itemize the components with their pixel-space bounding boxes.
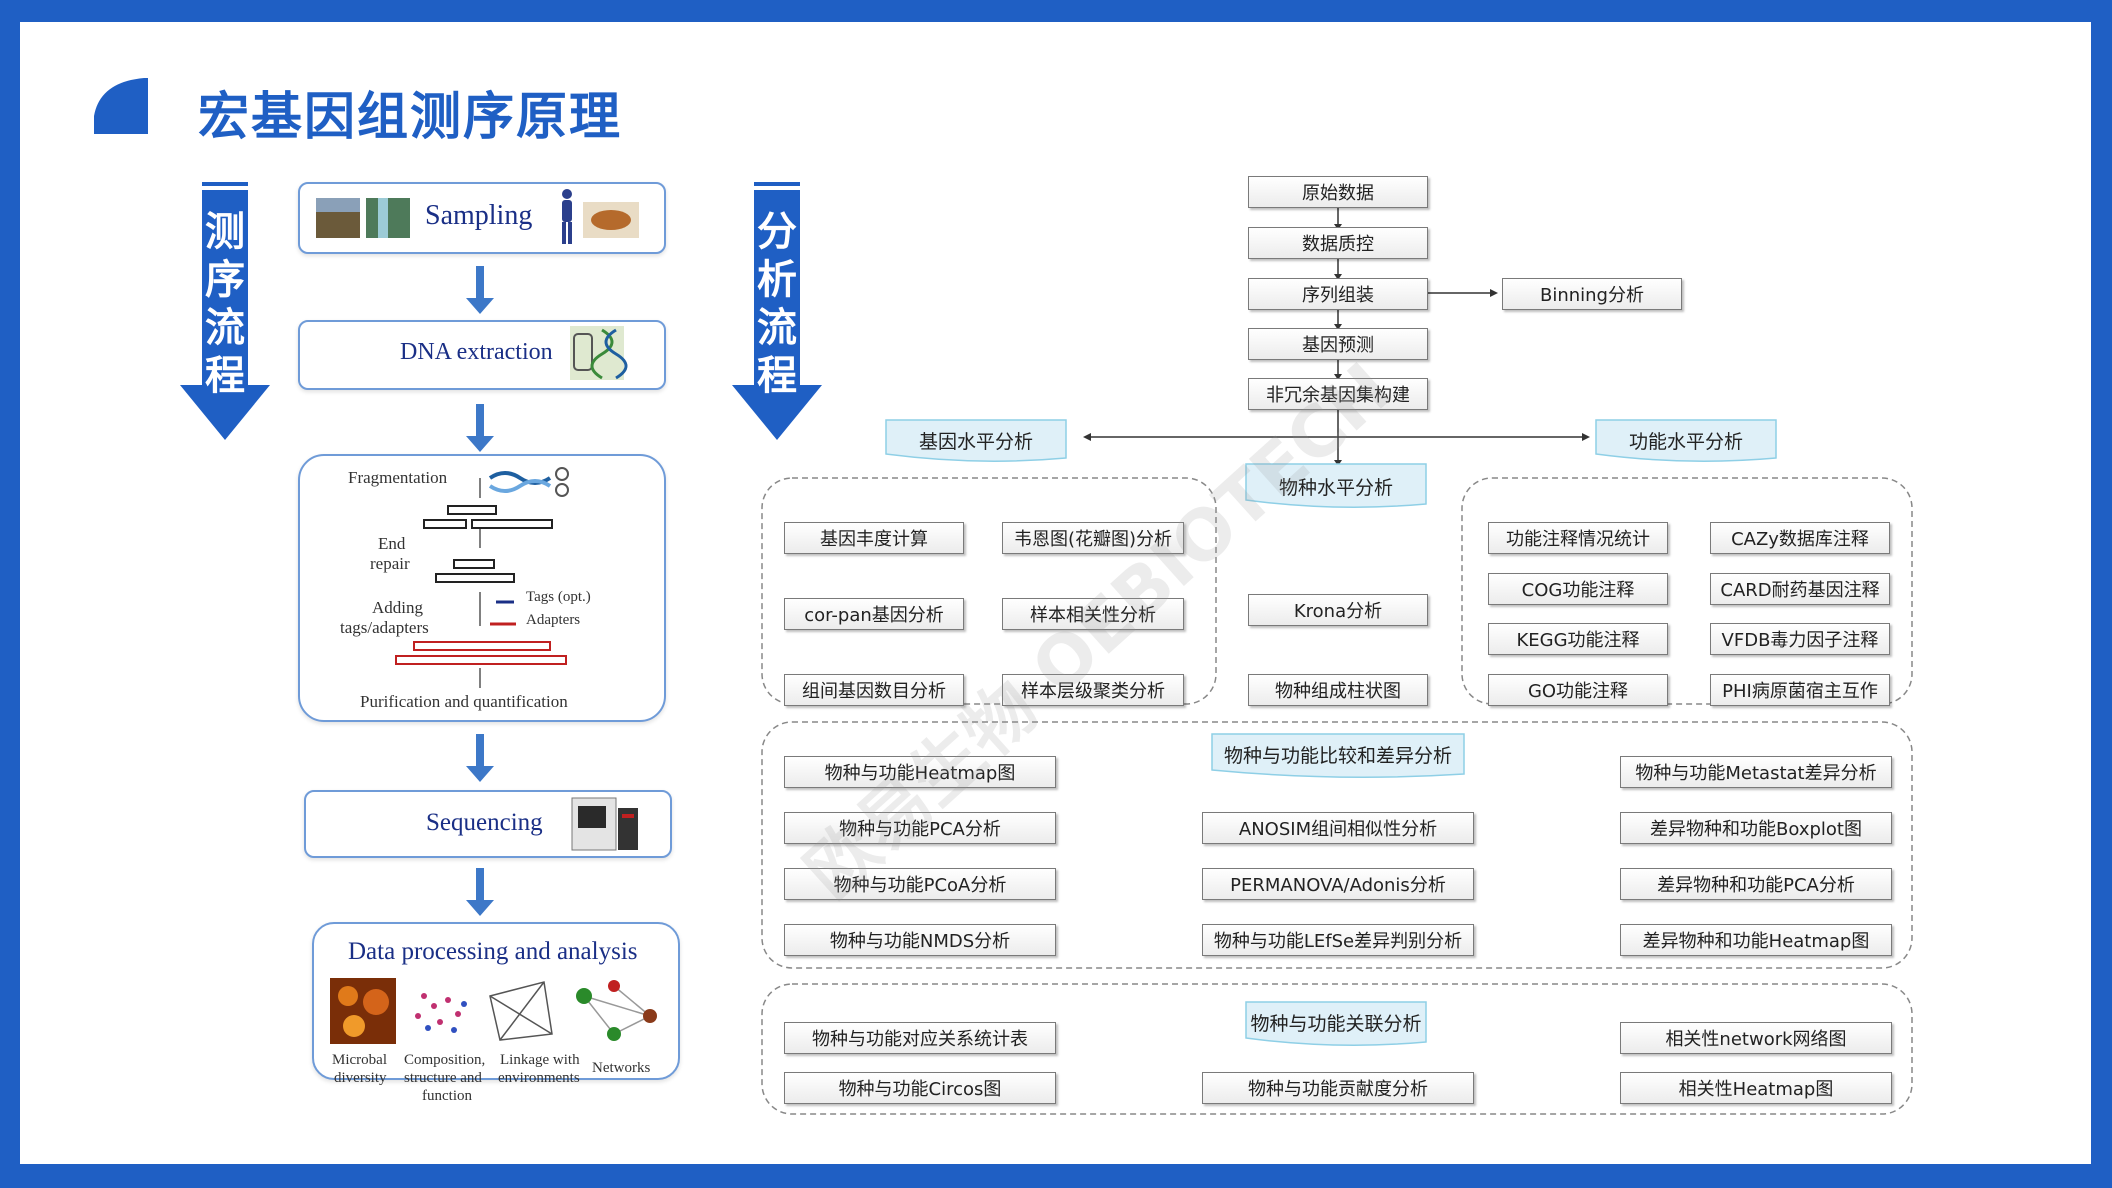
compare-middle-node: 物种与功能LEfSe差异判别分析 — [1202, 924, 1474, 956]
caption-microbial-2: diversity — [334, 1070, 387, 1086]
gene-level-banner: 基因水平分析 — [918, 430, 1033, 453]
function-node: VFDB毒力因子注释 — [1710, 623, 1890, 655]
assoc-right-node: 相关性network网络图 — [1620, 1022, 1892, 1054]
compare-middle-node: ANOSIM组间相似性分析 — [1202, 812, 1474, 844]
slide: 宏基因组测序原理 测序流程 分析流程 Sampling — [20, 22, 2091, 1164]
gene-node: 样本层级聚类分析 — [1002, 674, 1184, 706]
function-node: CAZy数据库注释 — [1710, 522, 1890, 554]
fragmentation-label: Fragmentation — [348, 468, 448, 487]
gene-node: 样本相关性分析 — [1002, 598, 1184, 630]
assoc-left-node: 物种与功能Circos图 — [784, 1072, 1056, 1104]
gene-node: 组间基因数目分析 — [784, 674, 964, 706]
end-repair-label-2: repair — [370, 554, 410, 573]
assoc-middle-node: 物种与功能贡献度分析 — [1202, 1072, 1474, 1104]
assoc-section-banner: 物种与功能关联分析 — [1250, 1012, 1422, 1035]
nonredundant-geneset-node: 非冗余基因集构建 — [1248, 378, 1428, 410]
caption-composition-2: structure and — [404, 1070, 482, 1086]
caption-microbial-1: Microbal — [332, 1052, 387, 1068]
landscape-photo-icon — [316, 198, 410, 238]
raw-data-node: 原始数据 — [1248, 176, 1428, 208]
legend-tags-label: Tags (opt.) — [526, 589, 591, 605]
assoc-left-node: 物种与功能对应关系统计表 — [784, 1022, 1056, 1054]
caption-linkage-1: Linkage with — [500, 1052, 580, 1068]
compare-right-node: 差异物种和功能PCA分析 — [1620, 868, 1892, 900]
purification-label: Purification and quantification — [360, 692, 568, 711]
compare-left-node: 物种与功能PCA分析 — [784, 812, 1056, 844]
sequencing-flow-label: 测序流程 — [205, 209, 245, 399]
caption-linkage-2: environments — [498, 1070, 580, 1086]
binning-node: Binning分析 — [1502, 278, 1682, 310]
legend-adapters-label: Adapters — [526, 612, 581, 628]
sequencing-flow-arrow — [180, 182, 270, 440]
function-level-banner: 功能水平分析 — [1628, 430, 1743, 453]
compare-right-node: 差异物种和功能Heatmap图 — [1620, 924, 1892, 956]
function-node: KEGG功能注释 — [1488, 623, 1668, 655]
gene-node: 基因丰度计算 — [784, 522, 964, 554]
species-node: 物种组成柱状图 — [1248, 674, 1428, 706]
sampling-label: Sampling — [425, 200, 533, 231]
library-prep-diagram — [395, 467, 569, 688]
title-corner-mark — [94, 78, 148, 134]
compare-middle-node: PERMANOVA/Adonis分析 — [1202, 868, 1474, 900]
function-node: COG功能注释 — [1488, 573, 1668, 605]
compare-right-node: 差异物种和功能Boxplot图 — [1620, 812, 1892, 844]
gene-node: 韦恩图(花瓣图)分析 — [1002, 522, 1184, 554]
compare-section-banner: 物种与功能比较和差异分析 — [1223, 744, 1452, 767]
data-processing-title: Data processing and analysis — [348, 938, 638, 965]
function-node: CARD耐药基因注释 — [1710, 573, 1890, 605]
function-node: PHI病原菌宿主互作 — [1710, 674, 1890, 706]
analysis-flow-label: 分析流程 — [757, 209, 797, 399]
analysis-flow-connectors — [761, 208, 1913, 1115]
compare-left-node: 物种与功能Heatmap图 — [784, 756, 1056, 788]
sampling-box: Sampling — [298, 182, 666, 254]
adding-label-1: Adding — [372, 598, 423, 617]
gene-node: cor-pan基因分析 — [784, 598, 964, 630]
library-prep-box: Fragmentation End repair Adding tags/ada… — [298, 454, 666, 722]
human-cow-icon — [562, 189, 639, 244]
dna-extraction-box: DNA extraction — [298, 320, 666, 390]
adding-label-2: tags/adapters — [340, 618, 429, 637]
assembly-node: 序列组装 — [1248, 278, 1428, 310]
sequencing-box: Sequencing — [304, 790, 672, 858]
compare-right-node: 物种与功能Metastat差异分析 — [1620, 756, 1892, 788]
function-node: GO功能注释 — [1488, 674, 1668, 706]
species-level-banner: 物种水平分析 — [1278, 476, 1393, 499]
dna-extraction-label: DNA extraction — [400, 339, 553, 365]
caption-networks: Networks — [592, 1060, 651, 1076]
dna-tube-icon — [570, 326, 628, 380]
sequencer-machine-icon — [571, 797, 638, 851]
gene-prediction-node: 基因预测 — [1248, 328, 1428, 360]
left-flow-arrows — [466, 266, 494, 916]
data-processing-box: Data processing and analysis Microbal di… — [312, 922, 680, 1104]
function-node: 功能注释情况统计 — [1488, 522, 1668, 554]
compare-left-node: 物种与功能NMDS分析 — [784, 924, 1056, 956]
species-node: Krona分析 — [1248, 594, 1428, 626]
analysis-flow-arrow — [732, 182, 822, 440]
end-repair-label-1: End — [378, 534, 406, 553]
caption-composition-1: Composition, — [404, 1052, 486, 1068]
page-title: 宏基因组测序原理 — [198, 88, 623, 147]
qc-node: 数据质控 — [1248, 227, 1428, 259]
caption-composition-3: function — [422, 1088, 472, 1104]
data-processing-icons — [330, 978, 657, 1044]
sequencing-label: Sequencing — [426, 809, 543, 836]
assoc-right-node: 相关性Heatmap图 — [1620, 1072, 1892, 1104]
compare-left-node: 物种与功能PCoA分析 — [784, 868, 1056, 900]
